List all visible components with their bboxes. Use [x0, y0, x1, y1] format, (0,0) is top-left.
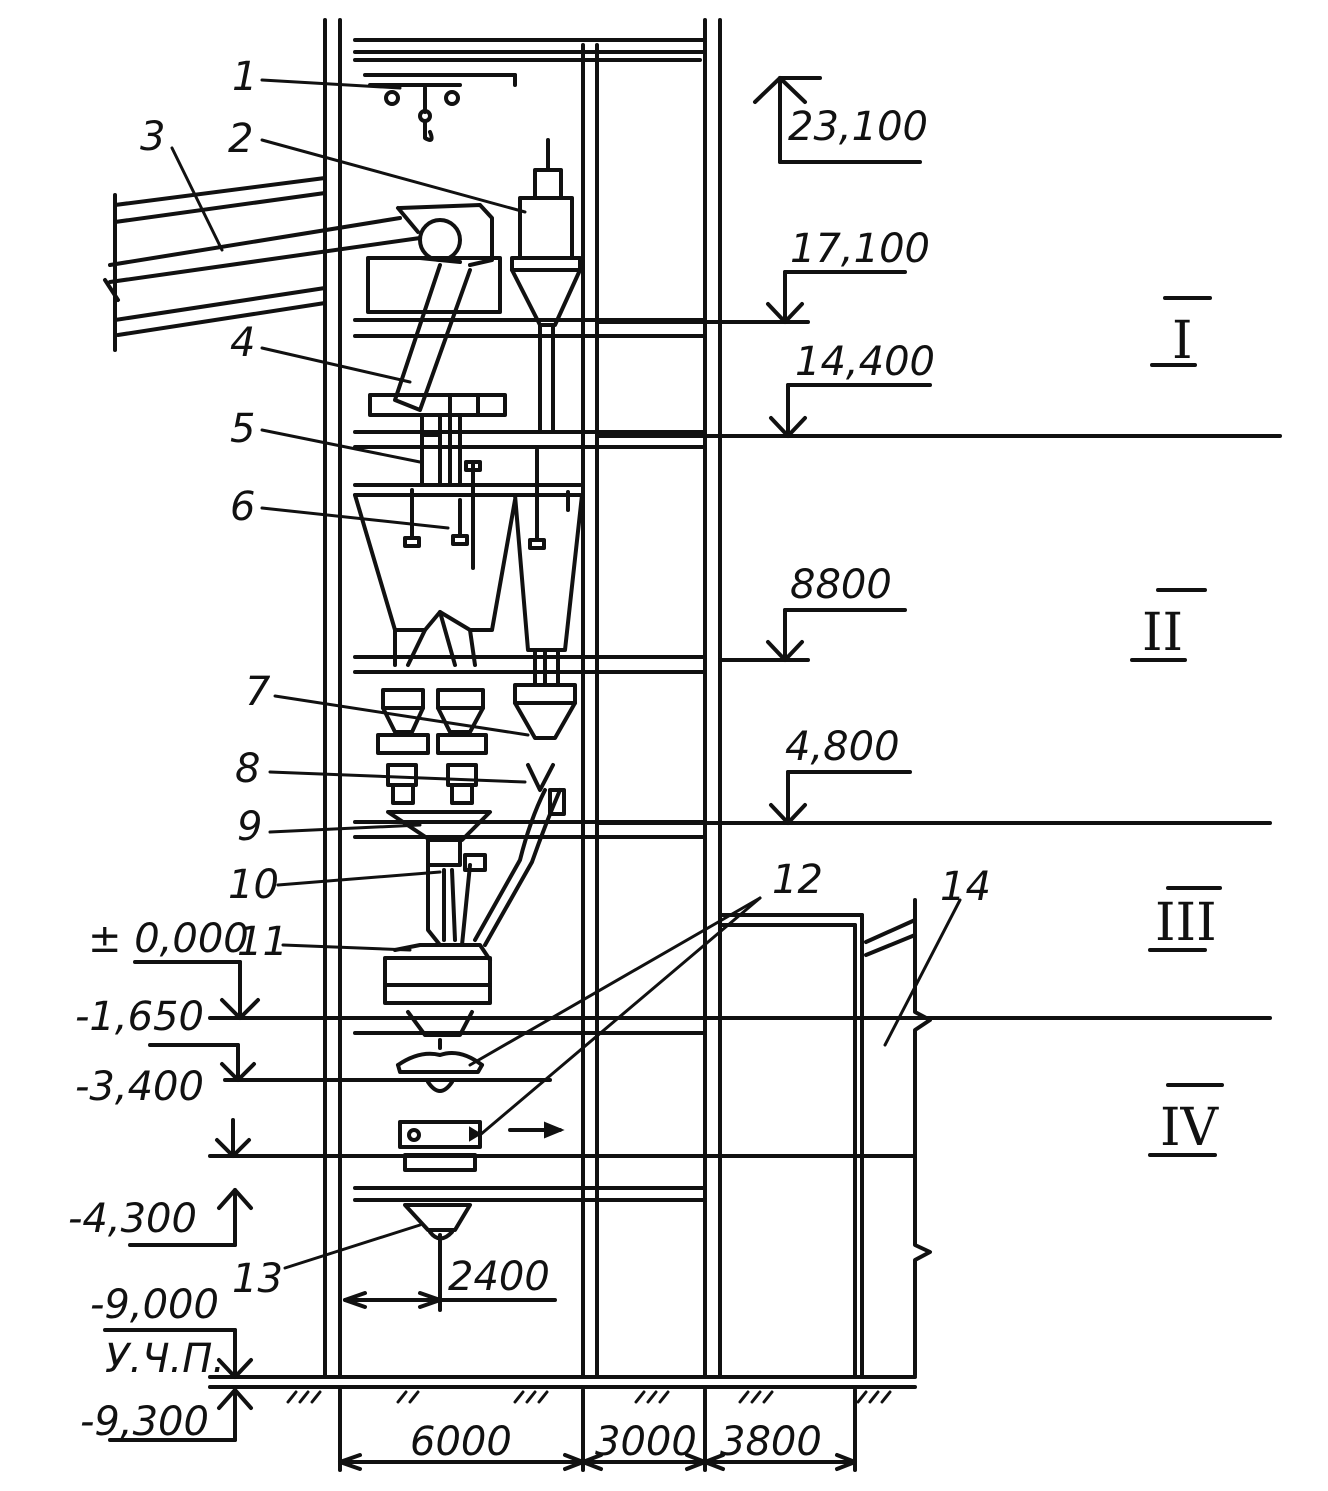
callout-1: 1 [232, 54, 257, 100]
cyclone-group [353, 413, 584, 687]
leader-11 [281, 943, 412, 952]
callout-13: 13 [232, 1256, 283, 1302]
dimension-3800: 3800 [720, 1419, 822, 1465]
elevation-lines [103, 76, 1282, 1442]
ground-hatch [286, 1390, 892, 1404]
elevation-14400: 14,400 [795, 339, 935, 385]
elevation-minus-4300: -4,300 [68, 1196, 197, 1242]
leader-2 [260, 138, 527, 214]
building-frame [208, 18, 917, 1389]
zone-I: I [1172, 311, 1193, 371]
leader-3 [170, 146, 224, 252]
leader-13 [283, 1223, 422, 1270]
elevation-0000: ± 0,000 [88, 916, 249, 962]
leader-4 [260, 346, 412, 384]
elevation-17100: 17,100 [790, 226, 930, 272]
callout-2: 2 [228, 116, 253, 162]
elevation-8800: 8800 [790, 562, 892, 608]
dust-cyclone [510, 138, 582, 432]
leader-14 [883, 898, 962, 1047]
leader-12a [468, 896, 762, 1067]
dimension-lines [338, 1233, 857, 1472]
callout-12: 12 [772, 857, 823, 903]
leader-8 [268, 770, 527, 784]
dimension-6000: 6000 [410, 1419, 512, 1465]
leader-1 [260, 78, 402, 90]
leader-7 [273, 694, 530, 737]
mixer-assembly [383, 810, 492, 1093]
leader-6 [260, 506, 450, 530]
dimension-3000: 3000 [595, 1419, 697, 1465]
callout-14: 14 [940, 864, 991, 910]
leader-9 [268, 823, 422, 834]
zone-III: III [1155, 893, 1217, 953]
leader-10 [276, 870, 442, 887]
zone-IV: IV [1160, 1098, 1220, 1158]
elevation-23100: 23,100 [788, 104, 928, 150]
mill-units [376, 683, 577, 947]
elevation-minus-9000: -9,000 [90, 1282, 219, 1328]
elevation-minus-1650: -1,650 [75, 994, 204, 1040]
zone-labels: I II III IV [1130, 296, 1224, 1158]
dimension-2400: 2400 [448, 1254, 550, 1300]
callout-5: 5 [230, 406, 255, 452]
elevation-minus-9300: -9,300 [80, 1399, 209, 1445]
zone-II: II [1142, 603, 1183, 663]
leader-12b [478, 896, 762, 1137]
overhead-crane [363, 73, 517, 142]
packing-unit [398, 1120, 565, 1172]
elevation-4800: 4,800 [785, 724, 900, 770]
leader-5 [260, 428, 422, 464]
callout-7: 7 [245, 669, 271, 715]
callout-11: 11 [237, 919, 288, 965]
elevation-minus-3400: -3,400 [75, 1064, 204, 1110]
callout-8: 8 [235, 746, 260, 792]
callout-9: 9 [237, 804, 262, 850]
callout-4: 4 [230, 320, 255, 366]
callout-6: 6 [230, 484, 255, 530]
feeder-hopper [366, 203, 507, 417]
callout-layer: 1 2 3 4 5 6 7 8 9 10 [140, 54, 530, 908]
elevation-uchp: У.Ч.П. [105, 1336, 225, 1382]
callout-3: 3 [140, 114, 165, 160]
callout-10: 10 [228, 862, 279, 908]
annex-building [718, 898, 932, 1377]
receiving-hopper [403, 1203, 472, 1241]
conveyor-gallery [103, 176, 422, 352]
